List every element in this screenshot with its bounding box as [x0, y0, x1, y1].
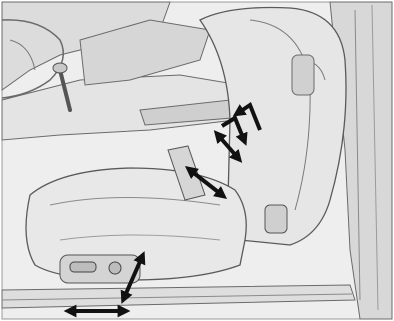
seat-illustration	[0, 0, 394, 321]
seat-illustration-svg	[0, 0, 394, 321]
